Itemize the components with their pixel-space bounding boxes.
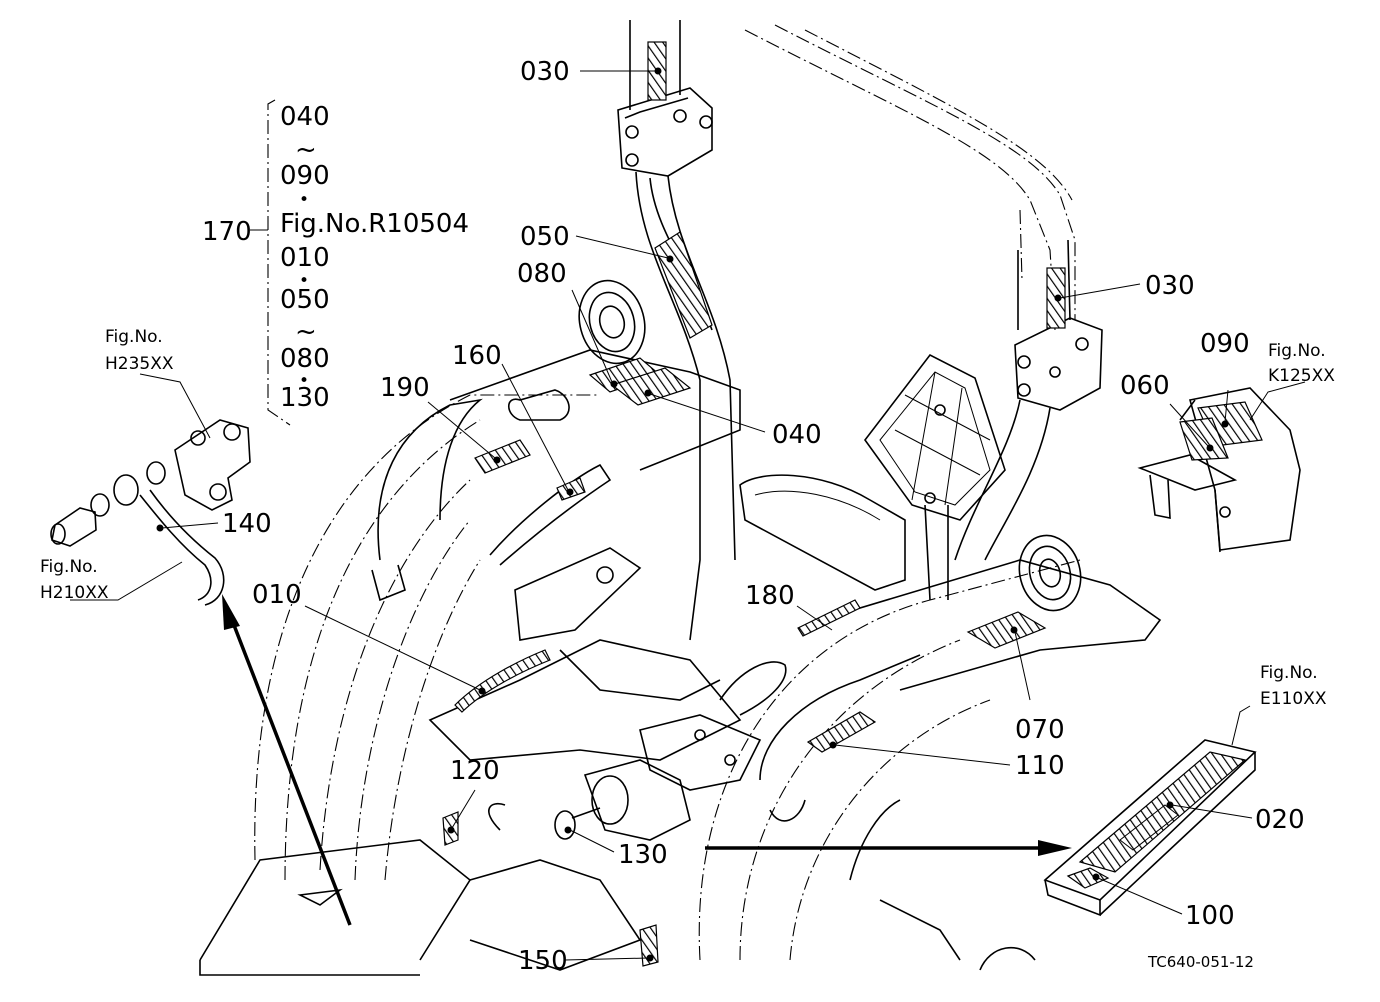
floor-deck — [199, 803, 642, 976]
fig-ref-k125-line2: K125XX — [1268, 366, 1335, 386]
inset-toolbox — [1137, 387, 1301, 553]
callout-line-5: 010 — [280, 243, 330, 273]
label-090: 090 — [1200, 329, 1250, 359]
decal-040 — [610, 367, 692, 406]
label-080: 080 — [517, 259, 567, 289]
right-rops-post — [954, 239, 1103, 561]
label-060: 060 — [1120, 371, 1170, 401]
label-140: 140 — [222, 509, 272, 539]
decal-050 — [654, 231, 713, 339]
fig-ref-k125-line1: Fig.No. — [1268, 341, 1326, 361]
decal-070 — [966, 611, 1047, 649]
decal-020 — [1078, 751, 1247, 873]
label-150: 150 — [518, 946, 568, 976]
decal-010 — [454, 649, 551, 713]
seat — [739, 353, 1006, 601]
fig-ref-e110-line1: Fig.No. — [1260, 663, 1318, 683]
knob-right — [1018, 534, 1082, 612]
pto-valve — [554, 759, 691, 841]
callout-170: 170 040 ~ 090 • Fig.No.R10504 010 • 050 … — [202, 102, 469, 413]
fig-ref-h210-line2: H210XX — [40, 583, 109, 603]
fig-ref-h235-line2: H235XX — [105, 354, 174, 374]
drawing-code: TC640-051-12 — [1147, 953, 1254, 971]
label-020: 020 — [1255, 805, 1305, 835]
fig-ref-e110-line2: E110XX — [1260, 689, 1327, 709]
reference-arrows — [222, 594, 1072, 926]
fig-ref-h235-line1: Fig.No. — [105, 327, 163, 347]
callout-line-10: • — [299, 371, 309, 391]
callout-line-8: ~ — [295, 317, 317, 347]
rops-frame-outline — [744, 24, 1076, 331]
leader-lines — [70, 67, 1306, 962]
decals — [442, 41, 1066, 967]
callout-line-2: 090 — [280, 161, 330, 191]
rear-wheel-area — [849, 799, 1036, 971]
label-180: 180 — [745, 581, 795, 611]
decal-150 — [639, 924, 659, 967]
label-040: 040 — [772, 420, 822, 450]
callout-line-0: 040 — [280, 102, 330, 132]
knob-left — [578, 279, 646, 365]
label-010: 010 — [252, 580, 302, 610]
label-110: 110 — [1015, 751, 1065, 781]
callout-line-1: ~ — [295, 135, 317, 165]
left-rops-post — [617, 20, 736, 641]
callout-line-11: 130 — [280, 383, 330, 413]
callout-line-6: • — [299, 271, 309, 291]
right-deck — [759, 559, 1162, 822]
figure-references: Fig.No. H235XX Fig.No. H210XX Fig.No. K1… — [40, 327, 1335, 709]
fig-ref-h210-line1: Fig.No. — [40, 557, 98, 577]
decal-100 — [1066, 867, 1110, 889]
callout-line-3: • — [299, 190, 309, 210]
tractor-structure — [199, 20, 1162, 976]
label-170: 170 — [202, 217, 252, 247]
label-050: 050 — [520, 222, 570, 252]
decal-190 — [474, 439, 531, 474]
inset-hydraulic-coupler — [50, 419, 251, 606]
label-100: 100 — [1185, 901, 1235, 931]
part-labels: 030 050 080 160 190 040 030 090 060 140 … — [222, 57, 1305, 976]
label-130: 130 — [618, 840, 668, 870]
label-070: 070 — [1015, 715, 1065, 745]
center-plate — [428, 547, 787, 791]
label-160: 160 — [452, 341, 502, 371]
callout-line-9: 080 — [280, 344, 330, 374]
callout-line-7: 050 — [280, 285, 330, 315]
label-120: 120 — [450, 756, 500, 786]
decal-110 — [806, 711, 877, 753]
inset-step — [1043, 739, 1257, 917]
fenders — [254, 394, 1081, 961]
label-190: 190 — [380, 373, 430, 403]
decal-180 — [797, 599, 861, 637]
label-030-left: 030 — [520, 57, 570, 87]
callout-line-4: Fig.No.R10504 — [280, 209, 469, 239]
left-deck — [371, 349, 741, 602]
label-030-right: 030 — [1145, 271, 1195, 301]
